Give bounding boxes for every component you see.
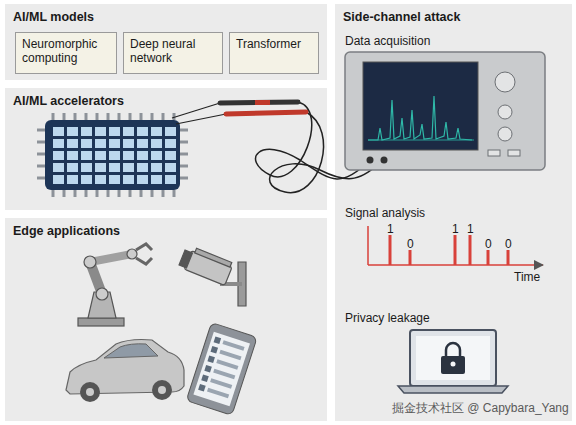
axis-label: Time (514, 270, 540, 284)
probes (220, 102, 306, 114)
bit-value: 0 (407, 237, 414, 251)
bit-value: 1 (387, 222, 394, 236)
watermark: 掘金技术社区 @ Capybara_Yang (392, 400, 569, 417)
chip (37, 113, 188, 197)
model-box: Deep neural network (123, 32, 223, 74)
panel: AI/ML modelsNeuromorphic computing Deep n… (5, 4, 327, 80)
oscilloscope (345, 52, 545, 170)
model-box: Neuromorphic computing (15, 32, 117, 74)
section-label: Privacy leakage (345, 311, 430, 325)
bit-value: 1 (452, 222, 459, 236)
bit-value: 1 (467, 222, 474, 236)
section-label: Signal analysis (345, 206, 425, 220)
smartphone (186, 323, 257, 416)
car (66, 340, 184, 403)
bit-value: 0 (505, 237, 512, 251)
robot-arm (78, 244, 152, 326)
security-camera (178, 245, 246, 306)
bit-value: 0 (485, 237, 492, 251)
panel-heading: Side-channel attack (335, 4, 572, 30)
model-box: Transformer (229, 32, 319, 74)
panel-heading: AI/ML accelerators (5, 88, 327, 114)
panel-heading: AI/ML models (5, 4, 327, 30)
section-label: Data acquisition (345, 34, 430, 48)
panel-heading: Edge applications (5, 218, 327, 244)
box-text: Transformer (236, 37, 312, 51)
box-text: Deep neural network (130, 37, 216, 66)
laptop (398, 330, 508, 393)
box-text: Neuromorphic computing (22, 37, 110, 66)
